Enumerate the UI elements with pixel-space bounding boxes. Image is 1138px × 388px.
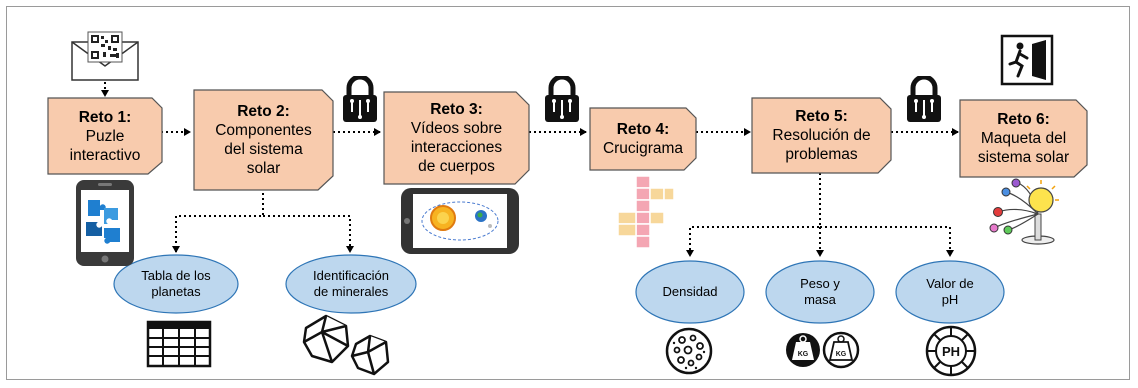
reto-2-sep: : (284, 103, 290, 120)
smartphone-puzzle-icon (76, 180, 134, 266)
reto-6-line-2: sistema solar (977, 149, 1070, 166)
table-grid-icon (146, 320, 212, 368)
topic-ph-line-2: pH (941, 292, 959, 307)
topic-ph: Valor de pH (896, 261, 1004, 323)
reto-2-shape (193, 89, 334, 191)
topic-minerales: Identificación de minerales (286, 255, 416, 313)
reto-1-shape (47, 97, 163, 175)
reto-1-line-2: interactivo (69, 146, 141, 164)
reto-5-line-1: Resolución de (772, 127, 871, 144)
reto-4-shape (589, 107, 697, 171)
weight-label-right: KG (836, 351, 847, 358)
weights-kg-icon: KG KG (786, 331, 860, 369)
reto-4-card: Reto 4: Crucigrama (590, 108, 696, 170)
reto-2-line-2: del sistema (224, 141, 303, 158)
reto-5-card: Reto 5: Resolución de problemas (752, 98, 891, 173)
topic-ellipse-peso (765, 260, 875, 324)
minerals-icon (302, 314, 390, 376)
reto-2-line-1: Componentes (215, 122, 312, 139)
topic-peso-line-1: Peso y (800, 276, 840, 291)
reto-4-title: Reto 4 (616, 121, 665, 138)
reto-3-shape (383, 91, 530, 185)
diagram-frame (6, 6, 1130, 380)
topic-peso-line-2: masa (804, 292, 836, 307)
reto-2-card: Reto 2: Componentes del sistema solar (194, 90, 333, 190)
topic-ellipse-ph (895, 260, 1005, 324)
reto-1-card: Reto 1: Puzle interactivo (48, 98, 162, 174)
reto-6-title: Reto 6 (997, 111, 1045, 128)
reto-1-title: Reto 1 (78, 108, 127, 126)
reto-3-sep: : (477, 101, 483, 118)
topic-densidad: Densidad (636, 261, 744, 323)
reto-1-sep: : (126, 108, 132, 126)
reto-5-line-2: problemas (785, 146, 858, 163)
topic-tabla-line-1: Tabla de los (141, 268, 211, 283)
padlock-icon (343, 76, 377, 122)
connector-reto5-branch (686, 173, 821, 257)
tablet-solar-system-icon (401, 188, 519, 254)
qr-envelope-icon (71, 31, 139, 81)
crossword-icon (617, 175, 675, 249)
reto-6-shape (959, 99, 1088, 178)
weight-label-left: KG (798, 351, 809, 358)
reto-3-title: Reto 3 (430, 101, 478, 118)
reto-3-line-3: de cuerpos (418, 158, 495, 175)
reto-6-card: Reto 6: Maqueta del sistema solar (960, 100, 1087, 177)
topic-peso: Peso y masa (766, 261, 874, 323)
topic-tabla-line-2: planetas (151, 284, 201, 299)
reto-4-line-1: Crucigrama (602, 140, 684, 157)
reto-5-title: Reto 5 (795, 108, 843, 125)
connector-reto2-branch (172, 188, 264, 253)
connector-reto2-branch-right (263, 215, 354, 253)
reto-2-title: Reto 2 (237, 103, 285, 120)
padlock-icon (545, 76, 579, 122)
connector-reto5-branch-right (820, 226, 954, 257)
topic-minerales-line-1: Identificación (313, 268, 389, 283)
reto-3-line-2: interacciones (410, 139, 503, 156)
topic-ellipse-minerales (285, 254, 417, 314)
ph-indicator-icon: PH (925, 325, 977, 377)
topic-ellipse-densidad (635, 260, 745, 324)
reto-6-line-1: Maqueta del (980, 130, 1067, 147)
reto-1-line-1: Puzle (85, 127, 125, 145)
topic-minerales-line-2: de minerales (313, 284, 389, 299)
reto-2-line-3: solar (246, 160, 281, 177)
reto-3-line-1: Vídeos sobre (410, 120, 503, 137)
reto-6-sep: : (1044, 111, 1050, 128)
solar-model-icon (989, 178, 1059, 245)
reto-3-card: Reto 3: Vídeos sobre interacciones de cu… (384, 92, 529, 184)
exit-door-icon (1000, 34, 1054, 86)
topic-ellipse-tabla (113, 254, 239, 314)
topic-tabla: Tabla de los planetas (114, 255, 238, 313)
padlock-icon (907, 76, 941, 122)
topic-ph-line-1: Valor de (926, 276, 974, 291)
ph-label: PH (942, 344, 960, 359)
reto-5-shape (751, 97, 892, 174)
reto-5-sep: : (842, 108, 848, 125)
topic-densidad-line-1: Densidad (662, 284, 718, 299)
density-particles-icon (665, 327, 713, 375)
reto-4-sep: : (664, 121, 670, 138)
